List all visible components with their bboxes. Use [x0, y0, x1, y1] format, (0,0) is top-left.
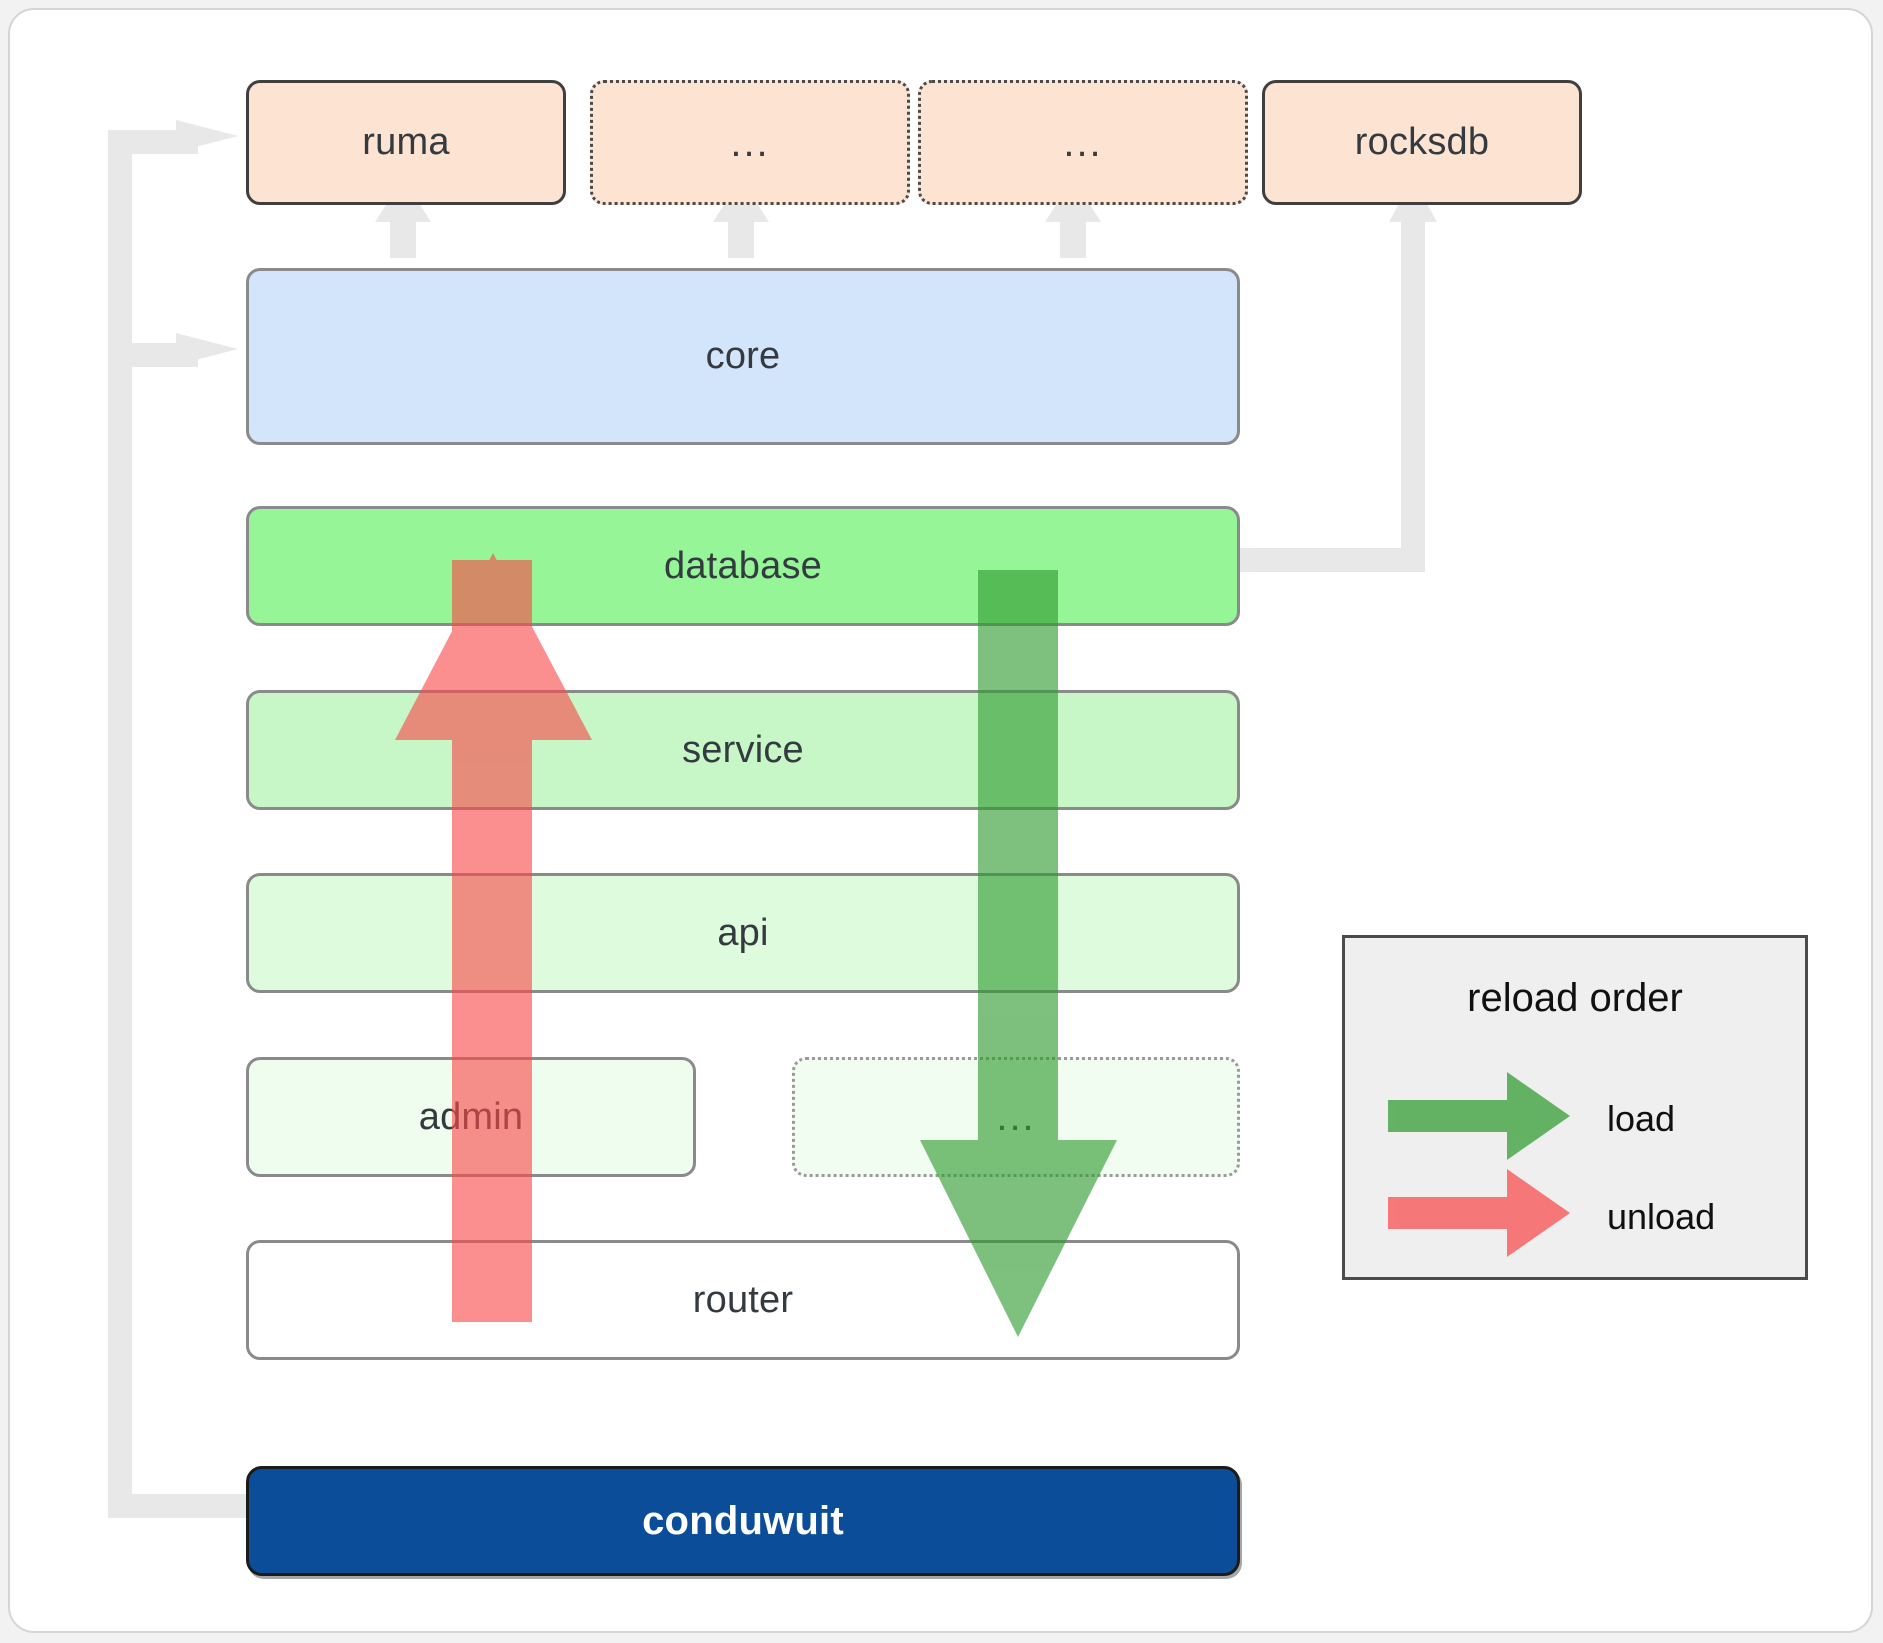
layer-router[interactable]: router	[246, 1240, 1240, 1360]
crate-placeholder-1[interactable]: ...	[590, 80, 910, 205]
layer-service[interactable]: service	[246, 690, 1240, 810]
layer-label: router	[692, 1278, 794, 1321]
crate-label: ...	[1063, 120, 1103, 165]
layer-placeholder[interactable]: ...	[792, 1057, 1240, 1177]
legend-unload-arrow	[1388, 1169, 1570, 1257]
legend-arrows	[1388, 1072, 1570, 1257]
crate-rocksdb[interactable]: rocksdb	[1262, 80, 1582, 205]
legend-title: reload order	[1467, 976, 1683, 1020]
diagram-canvas	[8, 8, 1873, 1633]
layer-admin[interactable]: admin	[246, 1057, 696, 1177]
layer-label: core	[705, 335, 781, 377]
layer-label: api	[717, 911, 769, 954]
root-conduwuit[interactable]: conduwuit	[246, 1466, 1240, 1576]
legend-label-unload: unload	[1607, 1196, 1716, 1237]
crate-label: rocksdb	[1354, 121, 1490, 163]
legend-load-arrow	[1388, 1072, 1570, 1160]
layer-database[interactable]: database	[246, 506, 1240, 626]
layer-label: ...	[996, 1095, 1036, 1139]
crate-ruma[interactable]: ruma	[246, 80, 566, 205]
crate-placeholder-2[interactable]: ...	[918, 80, 1248, 205]
layer-label: service	[682, 728, 804, 771]
crate-label: ruma	[362, 121, 450, 163]
layer-api[interactable]: api	[246, 873, 1240, 993]
legend-label-load: load	[1607, 1098, 1676, 1139]
layer-label: admin	[418, 1095, 524, 1138]
layer-core[interactable]: core	[246, 268, 1240, 445]
legend-panel: reload order load unload	[1342, 935, 1808, 1280]
root-label: conduwuit	[642, 1498, 844, 1543]
crate-label: ...	[730, 120, 770, 165]
layer-label: database	[664, 544, 822, 587]
